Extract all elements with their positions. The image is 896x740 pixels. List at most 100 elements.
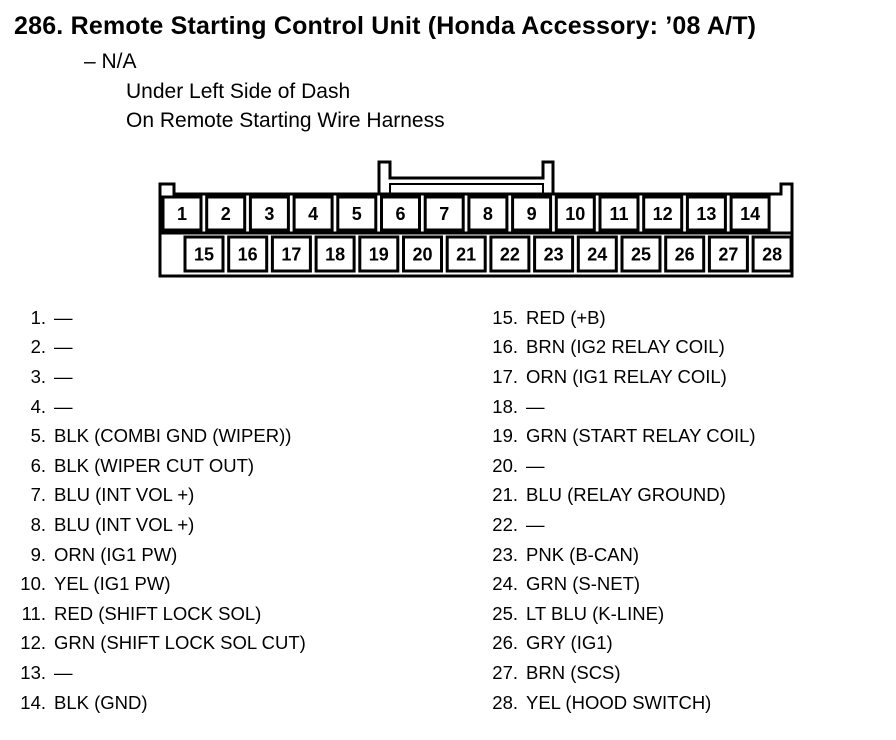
connector-pin-15: 15 bbox=[183, 235, 225, 273]
pin-row-number: 1. bbox=[30, 306, 46, 328]
pin-row: 28.YEL (HOOD SWITCH) bbox=[470, 688, 756, 718]
pin-row-description: — bbox=[526, 395, 545, 417]
pin-number: 4 bbox=[308, 204, 318, 224]
pin-row: 25.LT BLU (K-LINE) bbox=[470, 599, 756, 629]
pin-number: 22 bbox=[500, 245, 520, 265]
pin-row: 16. BRN (IG2 RELAY COIL) bbox=[470, 333, 756, 363]
connector-pin-11: 11 bbox=[598, 195, 640, 232]
pin-row-number: 15. bbox=[492, 306, 518, 328]
pin-number: 5 bbox=[352, 204, 362, 224]
connector-pin-4: 4 bbox=[292, 195, 334, 232]
pin-row-description: GRY (IG1) bbox=[526, 632, 613, 654]
pin-row-number: 25. bbox=[492, 602, 518, 624]
connector-pin-10: 10 bbox=[554, 195, 596, 232]
pin-row-description: — bbox=[54, 365, 73, 387]
page-title: 286. Remote Starting Control Unit (Honda… bbox=[14, 12, 757, 40]
pin-row-number: 21. bbox=[492, 484, 518, 506]
pin-row: 9.ORN (IG1 PW) bbox=[0, 540, 306, 570]
pin-row: 12.GRN (SHIFT LOCK SOL CUT) bbox=[0, 629, 306, 659]
pin-row-description: BLU (INT VOL +) bbox=[54, 484, 195, 506]
pin-row: 14.BLK (GND) bbox=[0, 688, 306, 718]
pin-row: 24. GRN (S-NET) bbox=[470, 569, 756, 599]
pin-row: 2.— bbox=[0, 333, 306, 363]
pin-row-number: 7. bbox=[30, 484, 46, 506]
pin-row: 21.BLU (RELAY GROUND) bbox=[470, 481, 756, 511]
connector-pin-22: 22 bbox=[489, 235, 531, 273]
pin-row-number: 22. bbox=[492, 513, 518, 535]
pin-row-description: GRN (START RELAY COIL) bbox=[526, 425, 756, 447]
pin-row: 22. — bbox=[470, 510, 756, 540]
pin-row-description: — bbox=[54, 336, 73, 358]
pin-row-number: 16. bbox=[492, 336, 518, 358]
pin-row-number: 26. bbox=[492, 632, 518, 654]
connector-pin-20: 20 bbox=[402, 235, 443, 273]
pin-row: 10. YEL (IG1 PW) bbox=[0, 569, 306, 599]
connector-pin-8: 8 bbox=[467, 195, 509, 232]
pin-row-description: ORN (IG1 PW) bbox=[54, 543, 178, 565]
pin-row-description: BRN (SCS) bbox=[526, 661, 621, 683]
connector-pin-21: 21 bbox=[445, 235, 487, 273]
connector-pin-24: 24 bbox=[576, 235, 618, 273]
pin-row: 6.BLK (WIPER CUT OUT) bbox=[0, 451, 306, 481]
pin-number: 6 bbox=[395, 204, 405, 224]
pin-number: 19 bbox=[369, 245, 389, 265]
pin-number: 28 bbox=[762, 245, 782, 265]
pin-row-description: YEL (IG1 PW) bbox=[54, 573, 171, 595]
pin-number: 17 bbox=[281, 245, 301, 265]
pin-row: 15.RED (+B) bbox=[470, 303, 756, 333]
pin-row-description: RED (SHIFT LOCK SOL) bbox=[54, 602, 262, 624]
connector-pin-23: 23 bbox=[533, 235, 575, 273]
pin-row-description: — bbox=[54, 306, 73, 328]
pin-row-number: 23. bbox=[492, 543, 518, 565]
connector-pin-5: 5 bbox=[336, 195, 378, 232]
pin-row: 5.BLK (COMBI GND (WIPER)) bbox=[0, 421, 306, 451]
pin-row-number: 24. bbox=[492, 573, 518, 595]
pin-row-number: 11. bbox=[21, 602, 46, 624]
pin-row-number: 4. bbox=[30, 395, 46, 417]
pin-number: 3 bbox=[264, 204, 274, 224]
pin-number: 24 bbox=[587, 245, 607, 265]
connector-pin-27: 27 bbox=[707, 235, 749, 273]
pin-number: 23 bbox=[544, 245, 564, 265]
pin-number: 8 bbox=[483, 204, 493, 224]
pin-row-number: 10. bbox=[20, 573, 46, 595]
connector-lock-tab-inner bbox=[389, 183, 544, 194]
connector-pin-28: 28 bbox=[751, 235, 793, 273]
pin-row: 20.— bbox=[470, 451, 756, 481]
connector-pin-19: 19 bbox=[358, 235, 400, 273]
pin-number: 11 bbox=[609, 204, 628, 224]
pin-number: 12 bbox=[653, 204, 673, 224]
pin-row-number: 28. bbox=[492, 691, 518, 713]
connector-pin-12: 12 bbox=[642, 195, 684, 232]
connector-pin-3: 3 bbox=[248, 195, 290, 232]
pin-row-description: GRN (S-NET) bbox=[526, 573, 641, 595]
pin-row-description: — bbox=[526, 513, 545, 535]
pin-row: 13.— bbox=[0, 658, 306, 688]
pin-row-number: 17. bbox=[492, 365, 518, 387]
pin-row-number: 20. bbox=[492, 454, 518, 476]
pin-number: 25 bbox=[631, 245, 651, 265]
pin-row: 18. — bbox=[470, 392, 756, 422]
pin-row: 19.GRN (START RELAY COIL) bbox=[470, 421, 756, 451]
pin-list-left: 1.—2.—3.—4.—5.BLK (COMBI GND (WIPER))6.B… bbox=[0, 303, 306, 717]
connector-pin-6: 6 bbox=[380, 195, 421, 232]
connector-pin-26: 26 bbox=[664, 235, 706, 273]
connector-pin-9: 9 bbox=[511, 195, 553, 232]
pin-row-number: 18. bbox=[492, 395, 518, 417]
pin-row-description: BLK (WIPER CUT OUT) bbox=[54, 454, 255, 476]
pin-row-description: GRN (SHIFT LOCK SOL CUT) bbox=[54, 632, 306, 654]
connector-pin-13: 13 bbox=[685, 195, 727, 232]
connector-pin-1: 1 bbox=[161, 195, 203, 232]
pin-row-description: BRN (IG2 RELAY COIL) bbox=[526, 336, 725, 358]
pin-row: 7. BLU (INT VOL +) bbox=[0, 481, 306, 511]
pin-number: 18 bbox=[325, 245, 345, 265]
pin-row-description: ORN (IG1 RELAY COIL) bbox=[526, 365, 727, 387]
pin-row-description: BLU (INT VOL +) bbox=[54, 513, 195, 535]
pin-row-number: 27. bbox=[492, 661, 518, 683]
pin-row: 4.— bbox=[0, 392, 306, 422]
pin-row: 1. — bbox=[0, 303, 306, 333]
connector-pin-7: 7 bbox=[423, 195, 465, 232]
connector-pin-17: 17 bbox=[270, 235, 312, 273]
pin-list-right: 15.RED (+B) 16. BRN (IG2 RELAY COIL) 17. ORN… bbox=[470, 303, 756, 718]
pin-row-description: BLK (GND) bbox=[54, 691, 148, 713]
